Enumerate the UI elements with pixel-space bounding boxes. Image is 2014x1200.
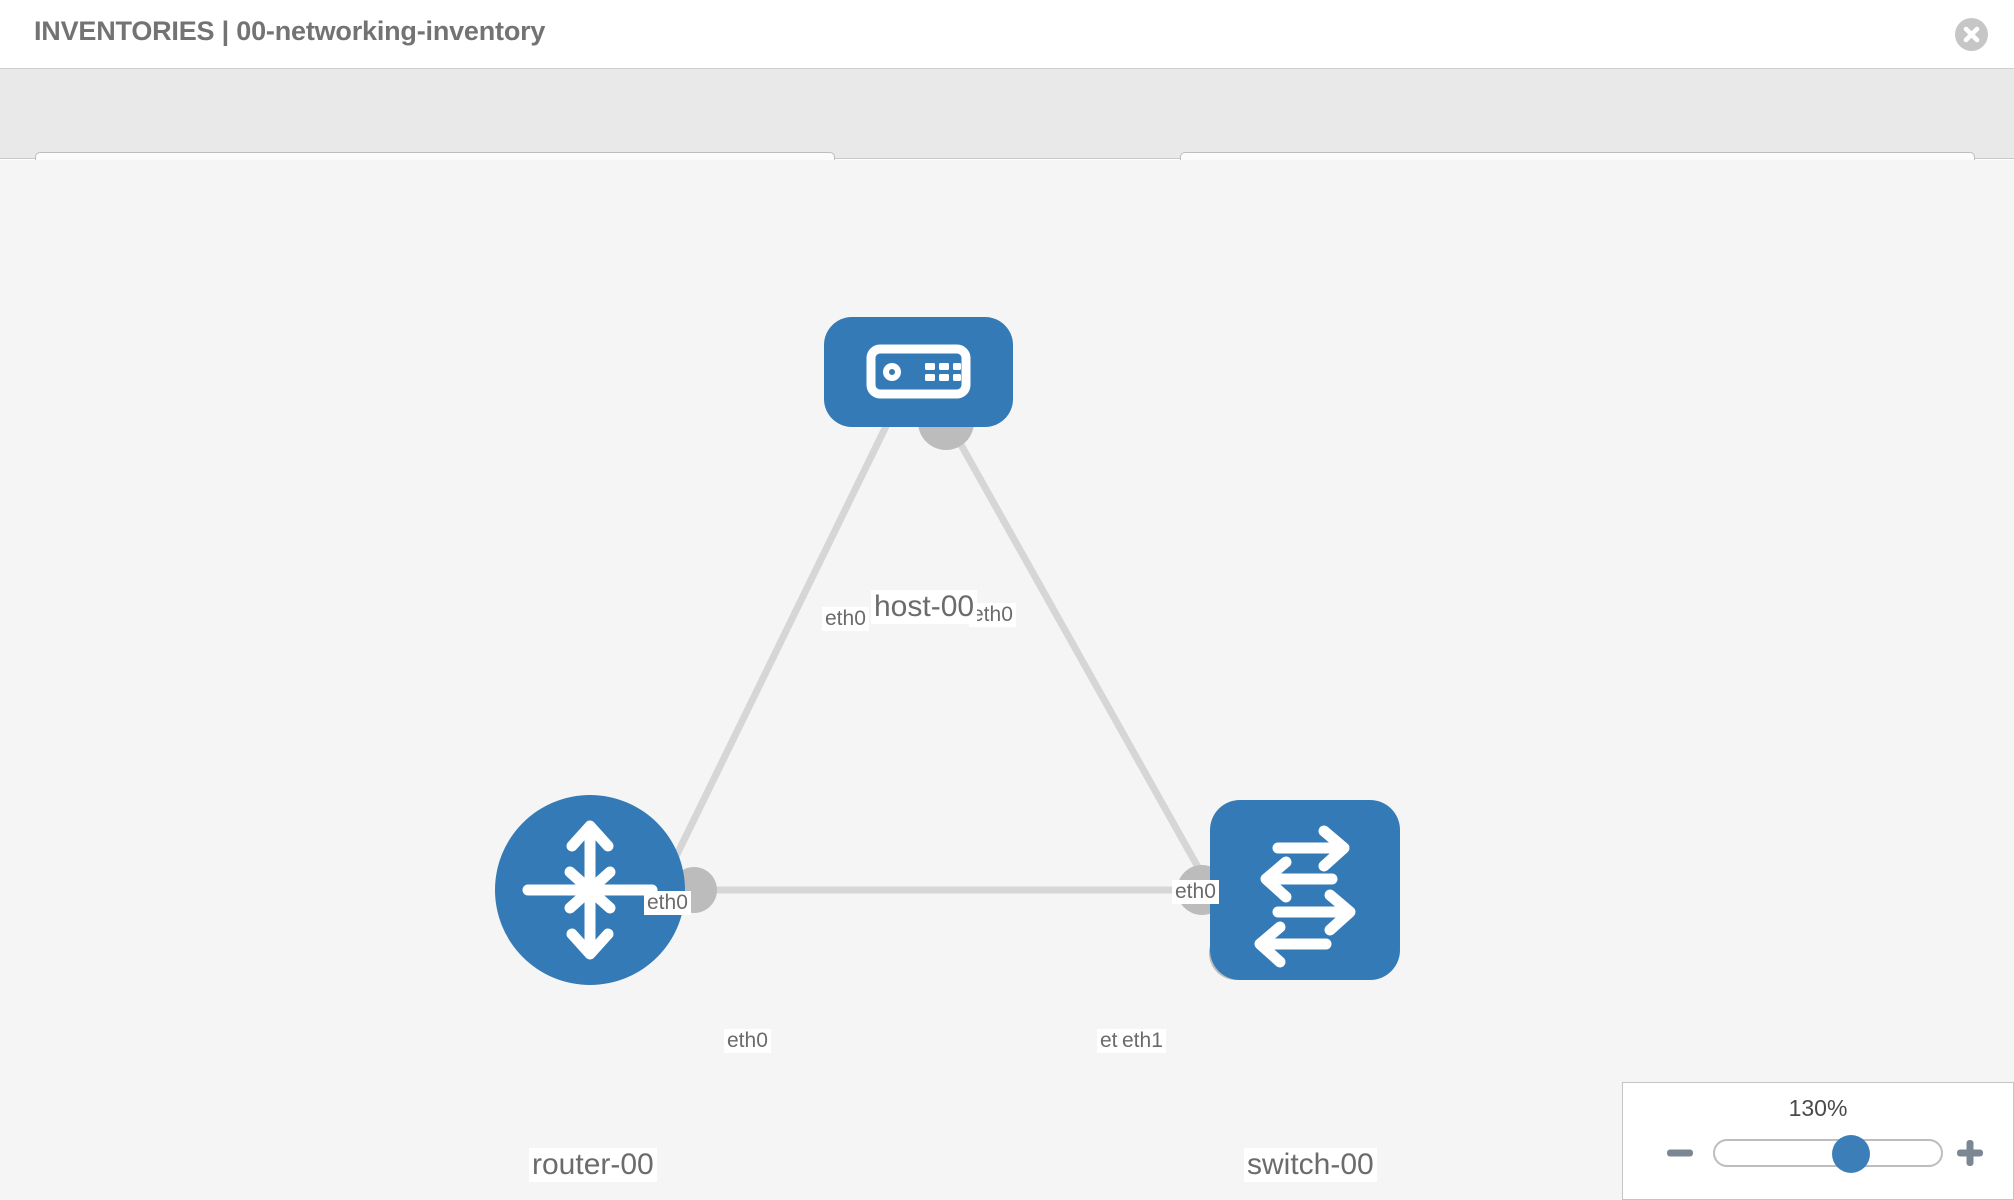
zoom-out-button[interactable]: [1665, 1138, 1695, 1168]
zoom-slider[interactable]: [1713, 1135, 1943, 1173]
topology-canvas[interactable]: eth0 eth0 eth0 eth0 eth0 eth0 eth1 host-…: [0, 160, 2014, 1200]
edge-host-router[interactable]: [640, 416, 894, 924]
iface-label-router-right: eth0: [724, 1029, 771, 1053]
zoom-in-button[interactable]: [1955, 1138, 1985, 1168]
topology-edges: [640, 416, 1244, 944]
page-title: INVENTORIES | 00-networking-inventory: [34, 16, 546, 46]
node-label-host-00: host-00: [871, 590, 978, 624]
iface-label-switch-left-b: eth1: [1119, 1029, 1166, 1053]
iface-label-switch-uplink: eth0: [1172, 880, 1219, 904]
title-bar: INVENTORIES | 00-networking-inventory: [0, 0, 2014, 69]
iface-label-host-right: eth0: [969, 603, 1016, 627]
node-host-00[interactable]: [824, 317, 1013, 427]
close-icon[interactable]: [1955, 18, 1988, 51]
node-label-router-00: router-00: [529, 1148, 657, 1182]
zoom-control-panel: 130%: [1622, 1082, 2014, 1200]
router-arrows-icon: [522, 820, 658, 960]
node-label-switch-00: switch-00: [1244, 1148, 1377, 1182]
topology-graph: [495, 317, 1400, 985]
iface-label-host-left: eth0: [822, 607, 869, 631]
switch-arrows-icon: [1254, 825, 1356, 968]
iface-label-router-uplink: eth0: [644, 891, 691, 915]
node-router-00[interactable]: [495, 795, 685, 985]
server-icon: [866, 344, 971, 399]
edge-host-switch[interactable]: [942, 416, 1244, 944]
toolbar: ACTIONS SEARCH: [0, 69, 2014, 204]
zoom-level-value: 130%: [1788, 1095, 1848, 1121]
zoom-slider-thumb[interactable]: [1832, 1135, 1870, 1173]
node-switch-00[interactable]: [1210, 800, 1400, 980]
